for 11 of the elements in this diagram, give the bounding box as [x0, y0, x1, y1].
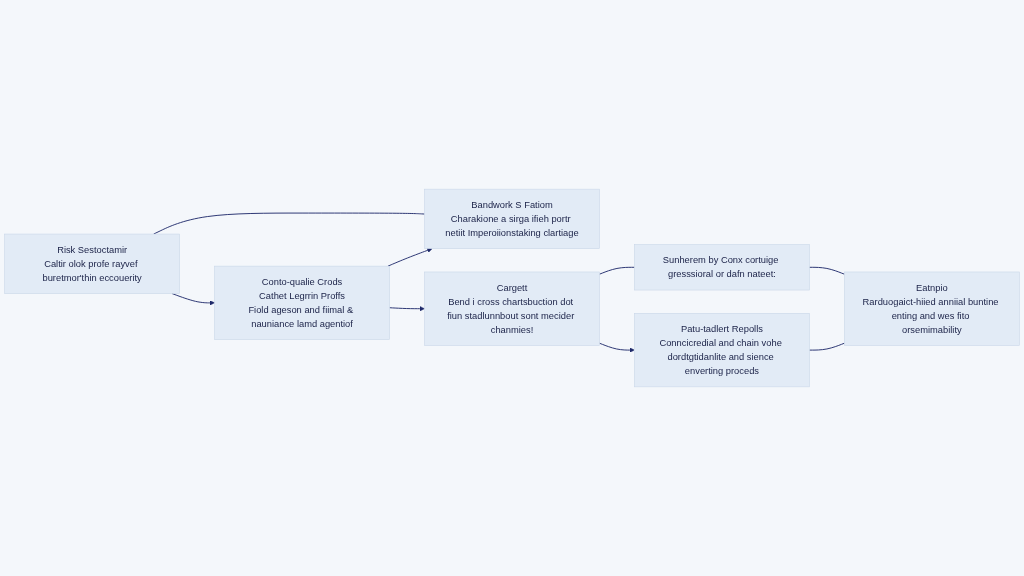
node-box: Conto-qualie Crods Cathet Legrrin Proffs Fiold ageson and fiimal & nauniance lamd agentiof [214, 265, 390, 340]
node-box: Bandwork S Fatiom Charakione a sirga ifieh portr netiit Imperoiionstaking clartiage [424, 188, 600, 249]
node-box: Eatnpio Rarduogaict-hiied anniial buntine enting and wes fito orsemimability [844, 271, 1020, 346]
node-box: Sunherem by Conx cortuige gresssioral or dafn nateet: [634, 244, 810, 291]
connector [808, 342, 845, 351]
node-box: Patu-tadlert Repolls Conncicredial and chain vohe dordtgtidanlite and sience enverting proceds [634, 313, 810, 388]
connector [153, 212, 425, 235]
node-box: Cargett Bend i cross chartsbuction dot fiun stadlunnbout sont mecider chanmies! [424, 271, 600, 346]
connector [808, 266, 845, 275]
node-box: Risk Sestoctamir Caltir olok profe rayvef buretmor'thin eccouerity [4, 233, 180, 294]
connector [599, 266, 635, 275]
